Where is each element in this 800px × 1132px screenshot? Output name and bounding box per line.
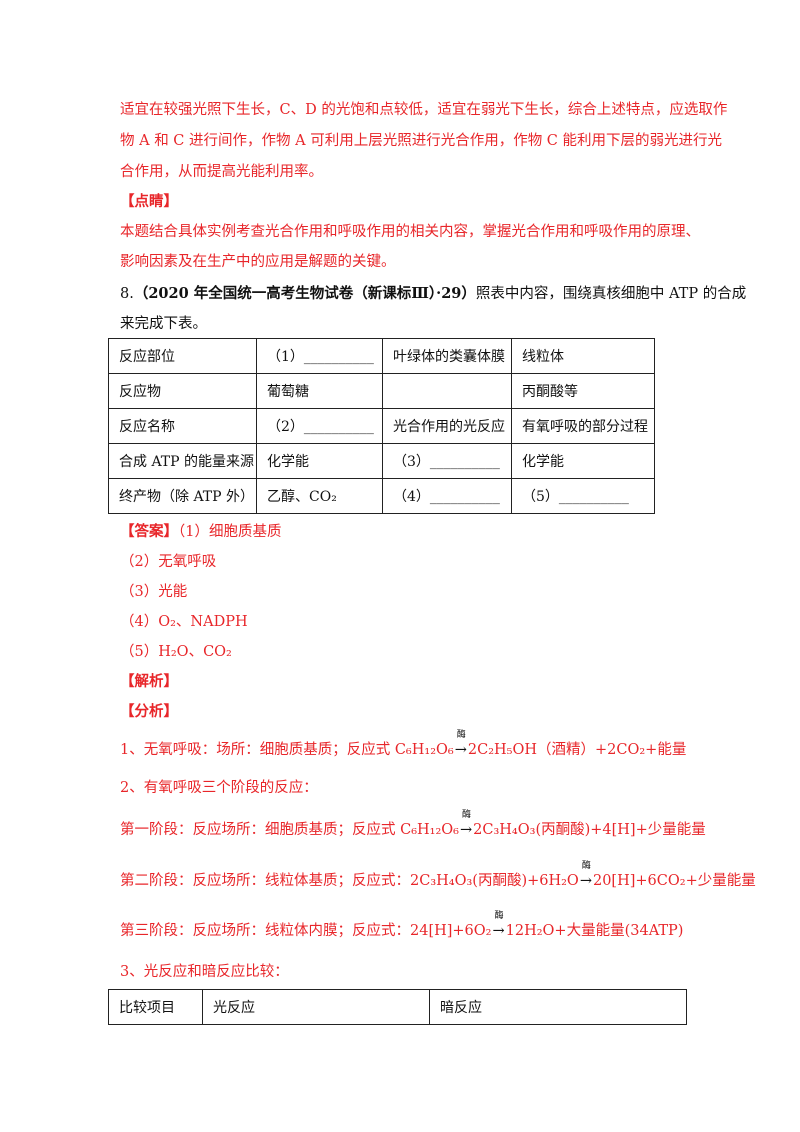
equation-left: 1、无氧呼吸：场所：细胞质基质；反应式 C₆H₁₂O₆ [120,742,454,758]
table-cell-blank: （4）__________ [382,478,512,514]
analysis-line-2: 2、有氧呼吸三个阶段的反应： [120,780,318,796]
table-row: 合成 ATP 的能量来源 化学能 （3）__________ 化学能 [108,443,655,479]
enzyme-condition: 酶 [456,730,466,740]
equation-left: 第一阶段：反应场所：细胞质基质；反应式 C₆H₁₂O₆ [120,822,459,838]
dianjing-label: 【点睛】 [120,193,178,210]
reaction-arrow-icon: 酶→ [492,911,504,941]
table-cell: 丙酮酸等 [511,373,655,409]
enzyme-condition: 酶 [494,911,504,921]
answer-item: （4）O₂、NADPH [120,614,248,630]
table-cell-blank: （1）__________ [256,338,383,374]
fenxi-label: 【分析】 [120,703,178,720]
equation-right: 2C₂H₅OH（酒精）+2CO₂+能量 [467,742,687,758]
top-paragraph-line-2: 物 A 和 C 进行间作，作物 A 可利用上层光照进行光合作用，作物 C 能利用… [120,133,723,149]
equation-left: 第三阶段：反应场所：线粒体内膜；反应式：24[H]+6O₂ [120,923,492,939]
equation-right: 2C₃H₄O₃(丙酮酸)+4[H]+少量能量 [473,822,706,838]
dianjing-text-line-2: 影响因素及在生产中的应用是解题的关键。 [120,254,396,270]
table-cell-blank: （5）__________ [511,478,655,514]
table-cell: 合成 ATP 的能量来源 [108,443,257,479]
question-number: 8. [120,286,134,302]
answer-item: （3）光能 [120,584,188,600]
question-line-1: 8.（2020 年全国统一高考生物试卷（新课标Ⅲ）·29）照表中内容，围绕真核细… [120,284,746,304]
analysis-line-6: 3、光反应和暗反应比较： [120,964,289,980]
table-cell-blank: （2）__________ [256,408,383,444]
table-cell: 叶绿体的类囊体膜 [382,338,512,374]
table-cell [382,373,512,409]
table-header-cell: 光反应 [202,989,430,1025]
question-source: （2020 年全国统一高考生物试卷（新课标Ⅲ）·29） [133,285,476,302]
table-cell: 乙醇、CO₂ [256,478,383,514]
table-cell: 反应部位 [108,338,257,374]
answer-line-1: 【答案】（1）细胞质基质 [120,522,281,542]
table-header-cell: 比较项目 [108,989,203,1025]
dianjing-text-line-1: 本题结合具体实例考查光合作用和呼吸作用的相关内容，掌握光合作用和呼吸作用的原理、 [120,224,700,240]
answer-item: （5）H₂O、CO₂ [120,644,232,660]
jiexi-label: 【解析】 [120,673,178,690]
table-row: 反应部位 （1）__________ 叶绿体的类囊体膜 线粒体 [108,338,655,374]
question-text-1: 照表中内容，围绕真核细胞中 ATP 的合成 [475,286,747,302]
table-cell: 反应名称 [108,408,257,444]
light-dark-reaction-table: 比较项目 光反应 暗反应 [108,989,687,1025]
enzyme-condition: 酶 [581,861,591,871]
table-cell: 葡萄糖 [256,373,383,409]
top-paragraph-line-1: 适宜在较强光照下生长，C、D 的光饱和点较低，适宜在弱光下生长，综合上述特点，应… [120,102,728,118]
table-row: 终产物（除 ATP 外） 乙醇、CO₂ （4）__________ （5）___… [108,478,655,514]
reaction-arrow-icon: 酶→ [460,810,472,840]
equation-right: 20[H]+6CO₂+少量能量 [592,873,756,889]
atp-synthesis-table: 反应部位 （1）__________ 叶绿体的类囊体膜 线粒体 反应物 葡萄糖 … [108,338,655,514]
table-cell: 有氧呼吸的部分过程 [511,408,655,444]
enzyme-condition: 酶 [462,810,472,820]
table-row: 反应名称 （2）__________ 光合作用的光反应 有氧呼吸的部分过程 [108,408,655,444]
table-cell-blank: （3）__________ [382,443,512,479]
table-cell: 线粒体 [511,338,655,374]
table-cell: 终产物（除 ATP 外） [108,478,257,514]
table-row: 比较项目 光反应 暗反应 [108,989,687,1025]
table-cell: 化学能 [256,443,383,479]
top-paragraph-line-3: 合作用，从而提高光能利用率。 [120,164,323,180]
table-cell: 化学能 [511,443,655,479]
equation-right: 12H₂O+大量能量(34ATP) [505,923,684,939]
reaction-arrow-icon: 酶→ [455,730,467,760]
answer-item: （2）无氧呼吸 [120,554,217,570]
question-line-2: 来完成下表。 [120,316,207,332]
answer-item: （1）细胞质基质 [178,524,282,540]
table-row: 反应物 葡萄糖 丙酮酸等 [108,373,655,409]
table-cell: 光合作用的光反应 [382,408,512,444]
table-header-cell: 暗反应 [429,989,687,1025]
reaction-arrow-icon: 酶→ [580,861,592,891]
table-cell: 反应物 [108,373,257,409]
answer-label: 【答案】 [120,523,178,540]
equation-left: 第二阶段：反应场所：线粒体基质；反应式：2C₃H₄O₃(丙酮酸)+6H₂O [120,873,579,889]
